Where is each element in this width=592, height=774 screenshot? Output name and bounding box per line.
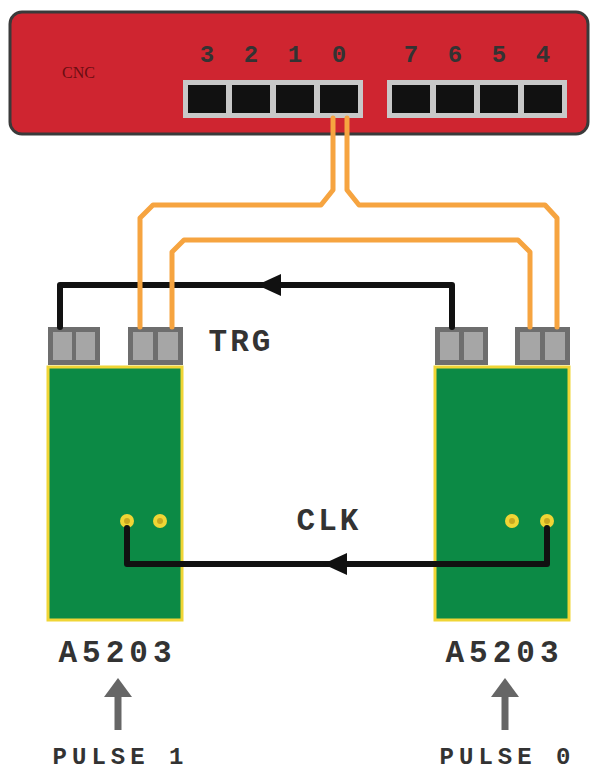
port-number: 1 [288, 42, 302, 69]
port-number: 2 [244, 42, 258, 69]
connector [172, 240, 530, 327]
board-model: A5203 [445, 636, 563, 671]
cnc-ports [183, 80, 567, 118]
board-right [435, 327, 570, 620]
unit-name: CNC [62, 64, 95, 82]
connector [347, 118, 557, 327]
digitizer-board: A5203 [48, 367, 182, 620]
board-left [48, 327, 183, 620]
board-model: A5203 [58, 636, 176, 671]
cnc-housing [10, 12, 588, 134]
port-number: 5 [492, 42, 506, 69]
port-number: 7 [404, 42, 418, 69]
digitizer-board: A5203 [435, 367, 569, 620]
port-number: 6 [448, 42, 462, 69]
signal-name: PULSE 1 [53, 744, 189, 771]
connector [60, 274, 452, 327]
signal-name: PULSE 0 [440, 744, 576, 771]
connector [140, 118, 333, 327]
cnc-unit: CNC [10, 12, 588, 134]
port-number: 4 [536, 42, 550, 69]
signal-label: TRG [207, 325, 276, 360]
signal-label: CLK [295, 504, 364, 539]
port-number: 0 [332, 42, 346, 69]
port-sockets [188, 85, 562, 113]
port-number: 3 [200, 42, 214, 69]
pulse-arrows [104, 678, 519, 730]
